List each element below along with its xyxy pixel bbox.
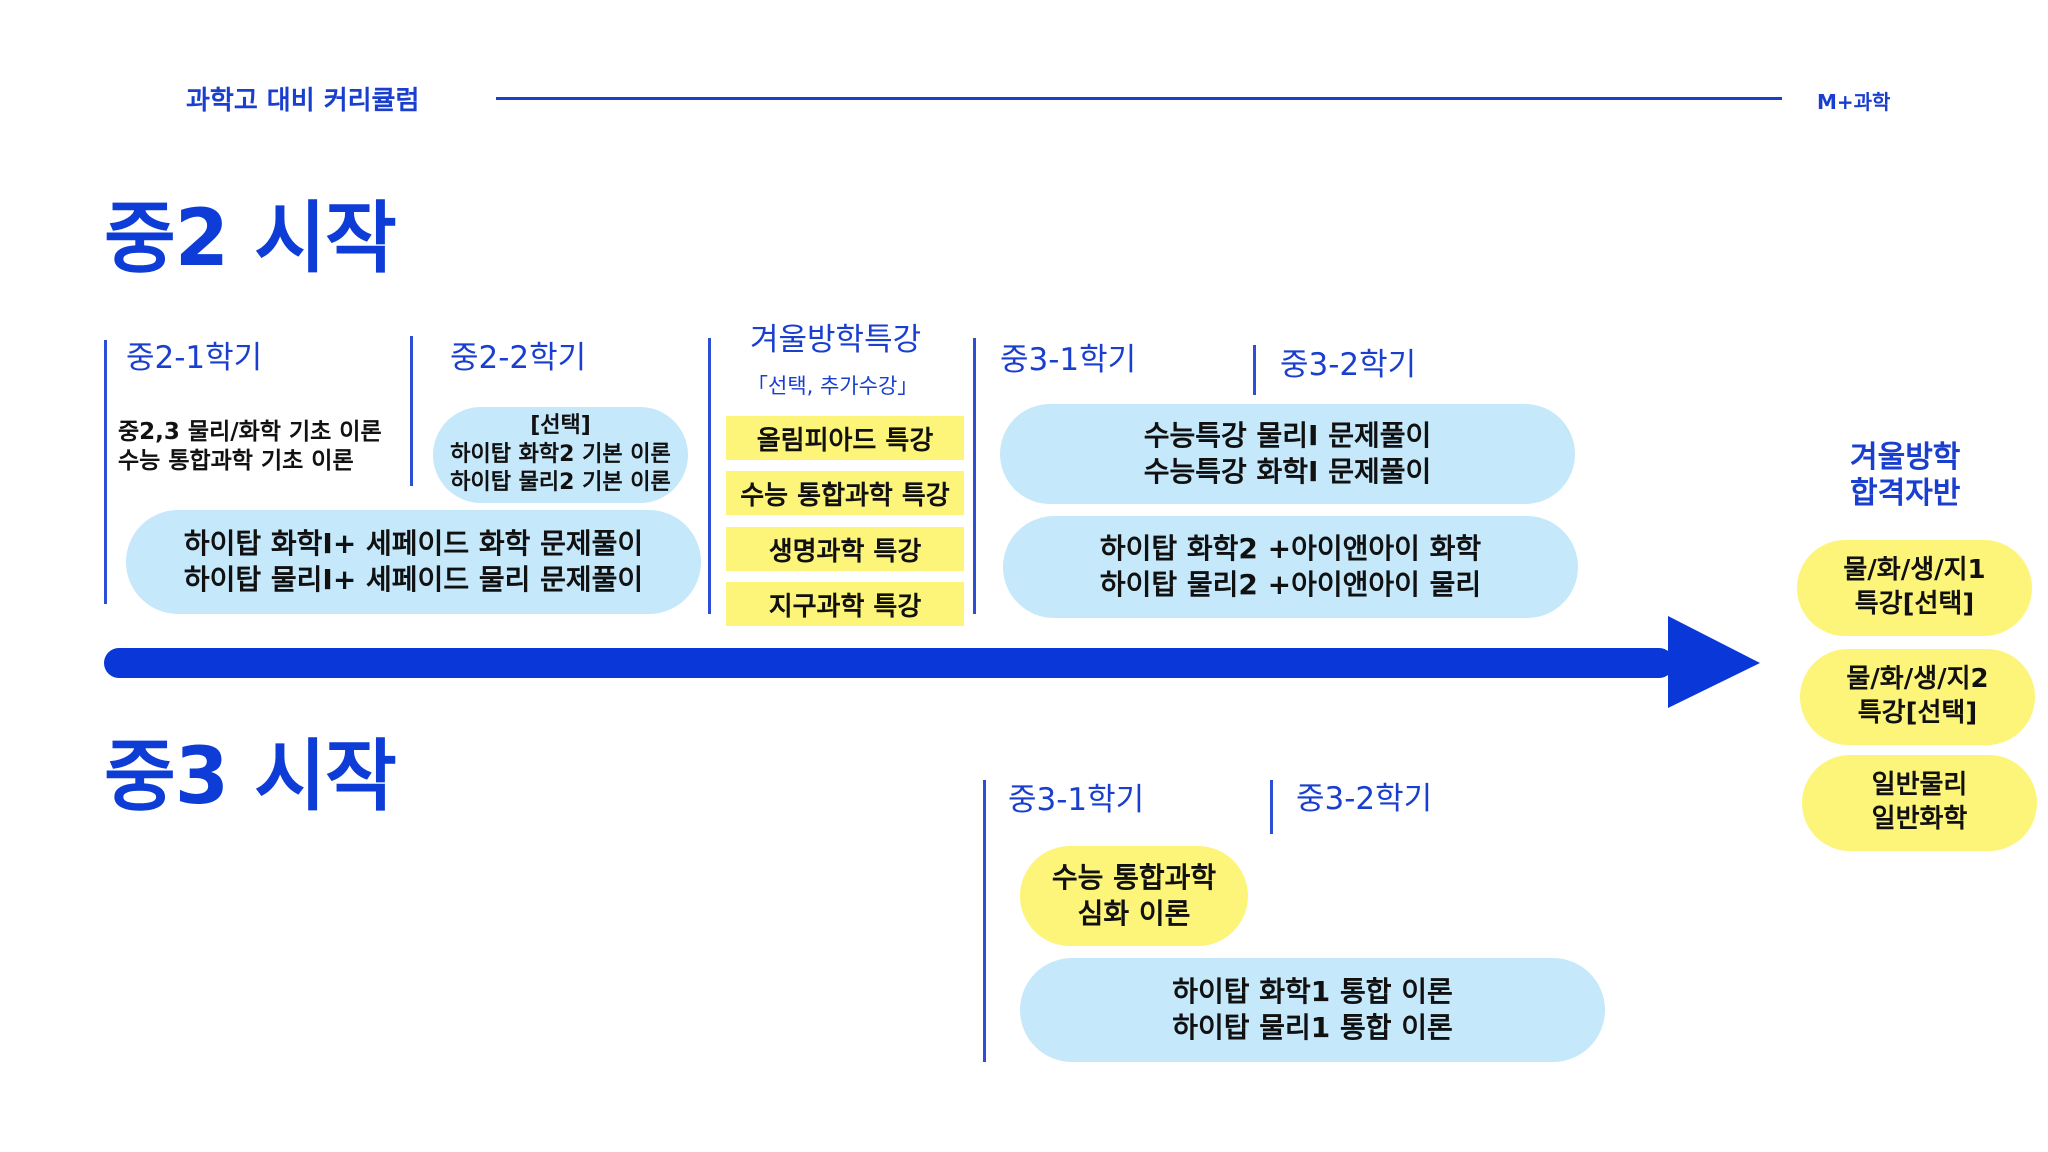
semester-divider [1270,780,1273,834]
semester-divider [983,780,986,1062]
pill-line: 물/화/생/지1 [1843,555,1986,586]
brand-label: M+과학 [1817,90,1891,114]
hitop2-ini-pill: 하이탑 화학2 +아이앤아이 화학 하이탑 물리2 +아이앤아이 물리 [1003,516,1578,618]
pill-line: 하이탑 물리2 +아이앤아이 물리 [1099,568,1482,601]
section2-title: 중3 시작 [104,732,397,822]
suneung-special-pill: 수능특강 물리Ⅰ 문제풀이 수능특강 화학Ⅰ 문제풀이 [1000,404,1575,504]
semester-divider [1253,345,1256,395]
winter-course-item: 올림피아드 특강 [726,416,964,460]
pill-line: 수능특강 화학Ⅰ 문제풀이 [1143,455,1432,488]
final-title-line: 합격자반 [1850,476,1961,511]
header-title: 과학고 대비 커리큘럼 [186,86,420,116]
basic-theory-line: 중2,3 물리/화학 기초 이론 [118,419,382,445]
pill-line: 수능특강 물리Ⅰ 문제풀이 [1143,418,1432,452]
hitop1-integrated-pill: 하이탑 화학1 통합 이론 하이탑 물리1 통합 이론 [1020,958,1605,1062]
basic-theory-line: 수능 통합과학 기초 이론 [118,447,354,474]
pill-line: 물/화/생/지2 [1846,664,1989,695]
pill-line: 심화 이론 [1077,897,1191,930]
pill-line: 일반화학 [1871,804,1968,834]
pill-line: 하이탑 물리Ⅰ+ 세페이드 물리 문제풀이 [183,563,644,596]
pill-line: 일반물리 [1871,770,1968,801]
final-course-pill: 물/화/생/지1 특강[선택] [1797,540,2032,636]
basic-theory-text: 중2,3 물리/화학 기초 이론 수능 통합과학 기초 이론 [118,418,382,476]
semester-label: 중3-2학기 [1280,347,1417,383]
semester-divider [104,340,107,604]
winter-course-item: 수능 통합과학 특강 [726,471,964,515]
semester-label: 중3-1학기 [1000,342,1137,378]
hitop1-cephade-pill: 하이탑 화학Ⅰ+ 세페이드 화학 문제풀이 하이탑 물리Ⅰ+ 세페이드 물리 문… [126,510,701,614]
section1-title: 중2 시작 [104,194,397,284]
winter-special-sublabel: 「선택, 추가수강」 [747,374,919,398]
winter-special-label: 겨울방학특강 [750,322,922,358]
semester-label: 중3-1학기 [1008,782,1145,818]
final-course-pill: 물/화/생/지2 특강[선택] [1800,649,2035,745]
pill-line: 하이탑 물리1 통합 이론 [1172,1011,1453,1044]
final-winter-title: 겨울방학 합격자반 [1850,440,1960,512]
winter-course-item: 지구과학 특강 [726,582,964,626]
elective-line: 하이탑 화학2 기본 이론 [450,441,671,467]
pill-line: 하이탑 화학Ⅰ+ 세페이드 화학 문제풀이 [183,526,644,560]
pill-line: 하이탑 화학2 +아이앤아이 화학 [1099,531,1482,565]
elective-line: 하이탑 물리2 기본 이론 [450,470,671,496]
suneung-deep-pill: 수능 통합과학 심화 이론 [1020,846,1248,946]
elective-tag: [선택] [530,413,591,439]
final-course-pill: 일반물리 일반화학 [1802,755,2037,851]
elective-basic-pill: [선택] 하이탑 화학2 기본 이론 하이탑 물리2 기본 이론 [433,407,688,503]
timeline-arrow [104,616,1760,708]
pill-line: 특강[선택] [1857,698,1978,728]
pill-line: 수능 통합과학 [1051,860,1217,894]
semester-label: 중2-1학기 [126,340,263,376]
pill-line: 특강[선택] [1854,589,1975,619]
final-title-line: 겨울방학 [1850,440,1961,475]
pill-line: 하이탑 화학1 통합 이론 [1172,974,1453,1008]
header-divider [496,97,1782,100]
semester-divider [708,338,711,614]
winter-course-item: 생명과학 특강 [726,527,964,571]
semester-divider [973,338,976,614]
semester-divider [410,336,413,486]
semester-label: 중2-2학기 [450,340,587,376]
semester-label: 중3-2학기 [1296,781,1433,817]
